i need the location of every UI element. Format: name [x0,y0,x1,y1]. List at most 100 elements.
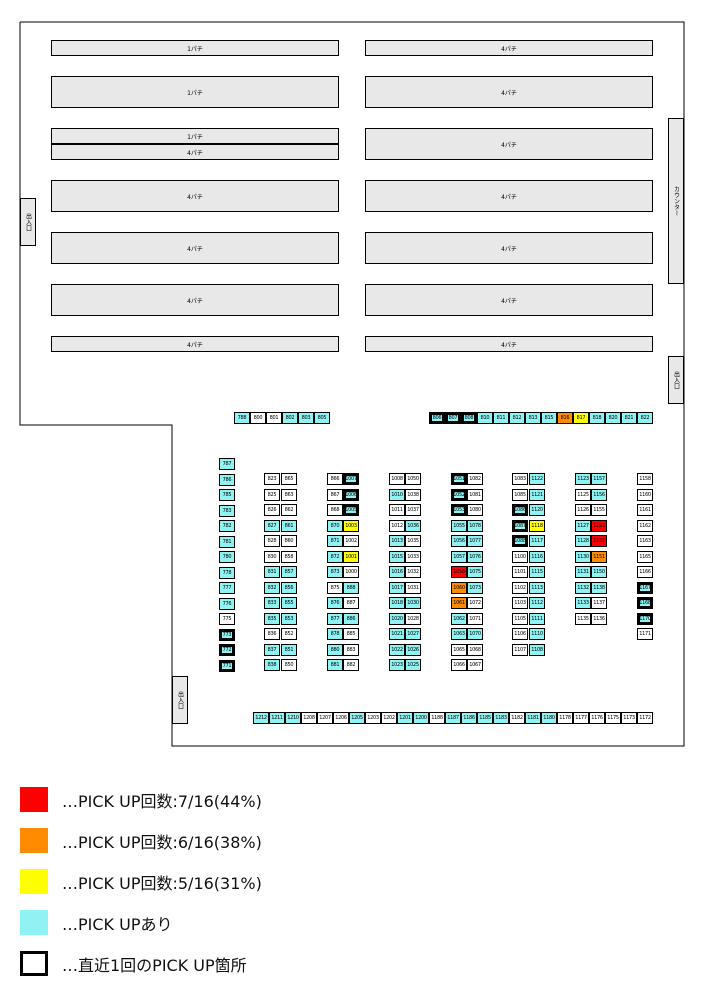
machine-cell: 1072 [467,597,483,609]
machine-bank: 4パチ [365,284,653,316]
machine-cell: 1201 [397,712,413,724]
machine-cell: 1165 [637,550,653,563]
machine-cell: 1056 [451,535,467,547]
legend-label: …PICK UP回数:7/16(44%) [62,791,262,811]
machine-cell: 1152 [591,535,607,547]
machine-cell: 887 [343,597,359,609]
machine-cell: 1121 [529,488,545,501]
legend-swatch [20,828,48,853]
machine-cell: 1163 [637,535,653,547]
machine-cell: 871 [327,535,343,547]
machine-cell: 850 [281,659,297,671]
machine-cell: 1017 [389,581,405,594]
machine-cell: 1013 [389,535,405,547]
machine-cell: 865 [281,473,297,485]
machine-cell: 866 [327,473,343,485]
machine-cell: 1122 [529,473,545,485]
machine-bank: 4パチ [365,232,653,264]
machine-cell: 1170 [637,612,653,625]
machine-cell: 831 [264,566,280,578]
machine-cell: 1181 [525,712,541,724]
machine-cell: 1033 [405,550,421,563]
machine-cell: 1016 [389,566,405,578]
machine-cell: 852 [281,628,297,640]
machine-cell: 1008 [389,473,405,485]
machine-cell: 771 [219,659,235,672]
machine-cell: 776 [219,597,235,610]
legend-item: …PICK UP回数:6/16(38%) [20,828,262,853]
entrance: 出入口 [172,676,188,724]
machine-bank: 4パチ [51,336,339,352]
machine-cell: 1157 [591,473,607,485]
legend-swatch [20,951,48,976]
machine-cell: 1100 [512,550,528,563]
machine-cell: 872 [327,550,343,563]
machine-cell: 836 [264,628,280,640]
machine-cell: 1178 [557,712,573,724]
machine-cell: 1131 [575,566,591,578]
machine-cell: 862 [281,504,297,516]
machine-cell: 835 [264,612,280,625]
machine-cell: 782 [219,520,235,532]
machine-cell: 1030 [405,597,421,609]
machine-cell: 1120 [529,504,545,516]
machine-cell: 827 [264,519,280,532]
machine-cell: 832 [264,581,280,594]
machine-cell: 772 [219,644,235,656]
machine-cell: 1028 [405,612,421,625]
machine-cell: 800 [250,412,266,424]
machine-cell: 860 [281,535,297,547]
machine-cell: 838 [264,659,280,671]
machine-cell: 811 [493,412,509,424]
machine-cell: 1018 [389,597,405,609]
machine-cell: 1071 [467,612,483,625]
machine-cell: 1010 [389,488,405,501]
machine-cell: 787 [219,458,235,470]
machine-cell: 882 [343,659,359,671]
machine-cell: 815 [541,412,557,424]
machine-cell: 1002 [343,535,359,547]
machine-cell: 1027 [405,628,421,640]
legend-label: …直近1回のPICK UP箇所 [62,955,247,975]
machine-cell: 1023 [389,659,405,671]
machine-cell: 1108 [529,643,545,656]
machine-cell: 1065 [451,643,467,656]
machine-cell: 1022 [389,643,405,656]
machine-cell: 1006 [343,488,359,501]
legend-label: …PICK UP回数:5/16(31%) [62,873,262,893]
machine-cell: 1180 [541,712,557,724]
machine-cell: 1058 [451,566,467,578]
entrance: 出入口 [20,198,36,246]
machine-cell: 1136 [591,612,607,625]
machine-cell: 773 [219,628,235,641]
machine-cell: 1103 [512,597,528,609]
machine-cell: 778 [219,566,235,579]
machine-cell: 1026 [405,643,421,656]
machine-cell: 1172 [637,712,653,724]
machine-cell: 1025 [405,659,421,671]
machine-bank: 4パチ [51,284,339,316]
machine-cell: 1166 [637,566,653,578]
machine-cell: 1182 [509,712,525,724]
machine-cell: 1186 [461,712,477,724]
machine-cell: 783 [219,504,235,517]
machine-cell: 1036 [405,519,421,532]
machine-cell: 826 [264,504,280,516]
legend-item: …直近1回のPICK UP箇所 [20,951,247,976]
machine-cell: 775 [219,613,235,625]
machine-cell: 1202 [381,712,397,724]
machine-cell: 1038 [405,488,421,501]
machine-cell: 1212 [253,712,269,724]
machine-cell: 1086 [512,504,528,516]
machine-cell: 1076 [467,550,483,563]
machine-cell: 881 [327,659,343,671]
machine-cell: 1107 [512,643,528,656]
machine-cell: 1088 [512,535,528,547]
machine-cell: 1057 [451,550,467,563]
machine-cell: 822 [637,412,653,424]
machine-cell: 1032 [405,566,421,578]
machine-cell: 777 [219,582,235,594]
machine-cell: 1050 [405,473,421,485]
machine-cell: 1116 [529,550,545,563]
machine-cell: 1003 [343,519,359,532]
